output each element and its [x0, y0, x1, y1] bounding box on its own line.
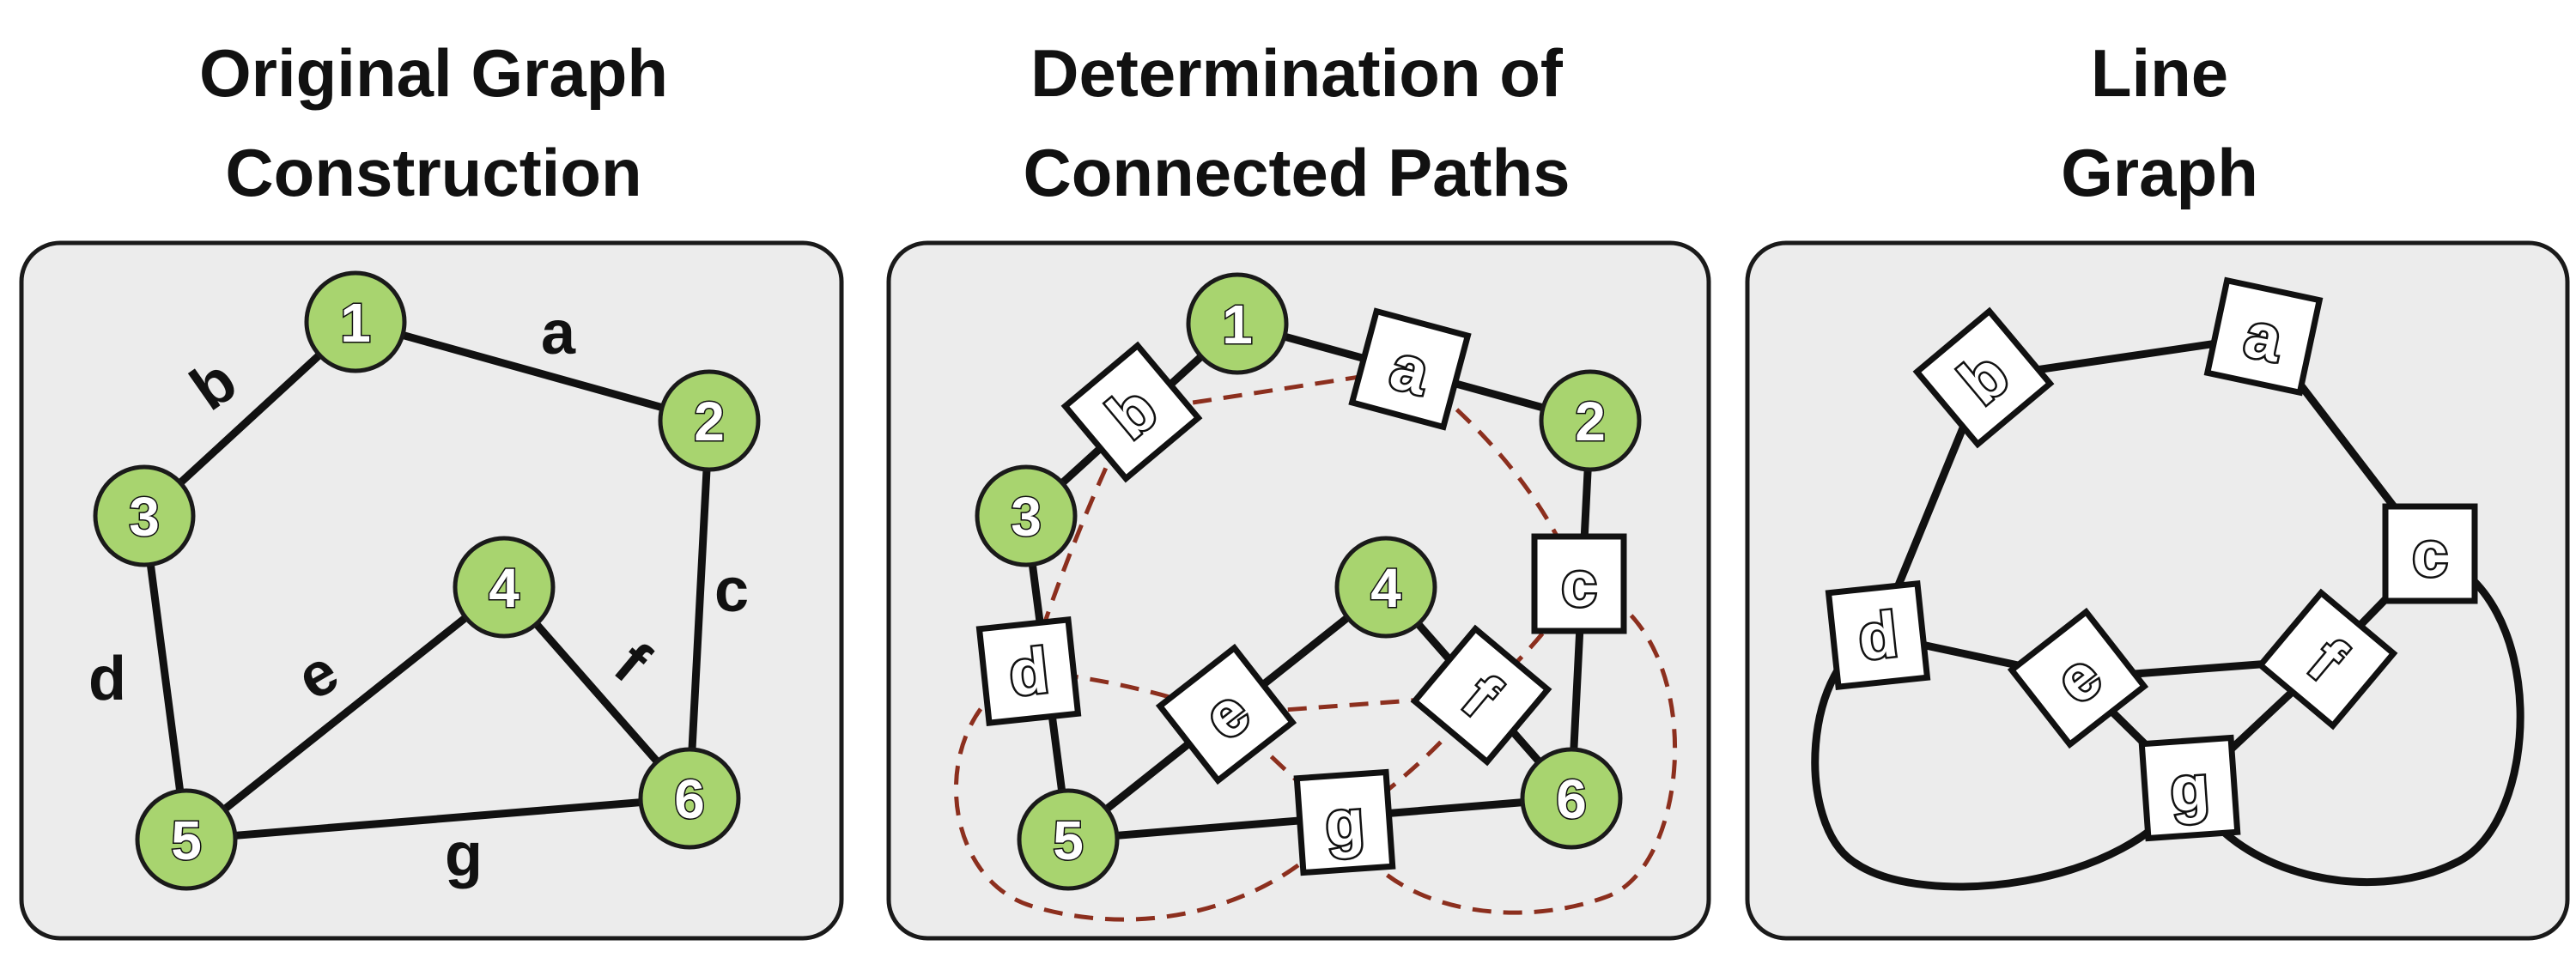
edge-d [140, 512, 191, 844]
node-5: 5 [135, 788, 238, 891]
panel-connected-paths: Determination of Connected Paths 1 2 3 [886, 35, 1711, 941]
path-d-g [953, 669, 1346, 922]
line-node-g: g [2138, 734, 2241, 842]
panel-title-line2: Connected Paths [1023, 135, 1570, 210]
edge-label-g: g [445, 821, 483, 889]
edge-box-c-label: c [1561, 549, 1596, 620]
panel-title-line2: Construction [225, 135, 641, 210]
edge-box-f: f [1410, 624, 1552, 767]
node-5-label: 5 [171, 809, 202, 871]
node-2-label: 2 [694, 391, 725, 452]
node-6-label: 6 [674, 768, 705, 830]
edge-box-g-label: g [1323, 786, 1367, 860]
node-6: 6 [638, 747, 741, 850]
node-5-label: 5 [1053, 809, 1084, 871]
edge-box-a: a [1348, 307, 1472, 431]
edge-label-c: c [714, 556, 749, 625]
edge-c [685, 416, 714, 803]
panel-title-line2: Graph [2061, 135, 2258, 210]
node-1: 1 [304, 270, 407, 373]
node-3: 3 [93, 464, 196, 567]
panel-line-graph: Line Graph a b c d e [1745, 35, 2570, 941]
edge-e [182, 583, 508, 844]
panel-frame [19, 240, 844, 941]
line-node-d: d [1825, 580, 1931, 690]
line-node-d-label: d [1855, 598, 1901, 673]
panel-title-line1: Determination of [1030, 35, 1564, 111]
node-6-label: 6 [1556, 768, 1587, 830]
panel-title-line1: Line [2091, 35, 2228, 111]
node-2: 2 [658, 369, 761, 472]
edge-box-d: d [975, 616, 1082, 726]
edge-box-c: c [1531, 533, 1627, 634]
edge-label-a: a [541, 299, 576, 367]
edge-box-g: g [1293, 768, 1396, 876]
line-node-e: e [2007, 607, 2149, 749]
node-4-label: 4 [1370, 557, 1401, 619]
edge-g [182, 794, 694, 844]
edge-box-e: e [1155, 643, 1297, 785]
panel-title-line1: Original Graph [199, 35, 668, 111]
panel-original-graph: Original Graph Construction a b c d e f … [19, 35, 844, 941]
edge-box-b: b [1060, 341, 1203, 483]
node-5: 5 [1017, 788, 1120, 891]
line-node-c-label: c [2412, 518, 2447, 590]
node-4-label: 4 [489, 557, 519, 619]
edge-label-d: d [88, 645, 126, 713]
line-node-f: f [2256, 588, 2398, 731]
node-1-label: 1 [1222, 294, 1253, 355]
edge-a [351, 318, 714, 425]
line-node-b: b [1912, 306, 2055, 449]
line-node-g-label: g [2168, 752, 2212, 826]
link-c-g [2185, 549, 2524, 887]
node-2: 2 [1539, 369, 1642, 472]
node-3: 3 [975, 464, 1078, 567]
node-4: 4 [1334, 536, 1437, 639]
node-3-label: 3 [1011, 486, 1042, 548]
line-node-a: a [2203, 276, 2324, 397]
node-3-label: 3 [129, 486, 160, 548]
node-1-label: 1 [340, 292, 371, 354]
node-2-label: 2 [1575, 391, 1606, 452]
node-1: 1 [1186, 272, 1289, 375]
node-6: 6 [1520, 747, 1623, 850]
path-d-e [1028, 669, 1227, 717]
line-node-c: c [2382, 503, 2478, 604]
edge-box-d-label: d [1005, 634, 1052, 709]
node-4: 4 [453, 536, 556, 639]
link-d-g [1811, 631, 2194, 891]
